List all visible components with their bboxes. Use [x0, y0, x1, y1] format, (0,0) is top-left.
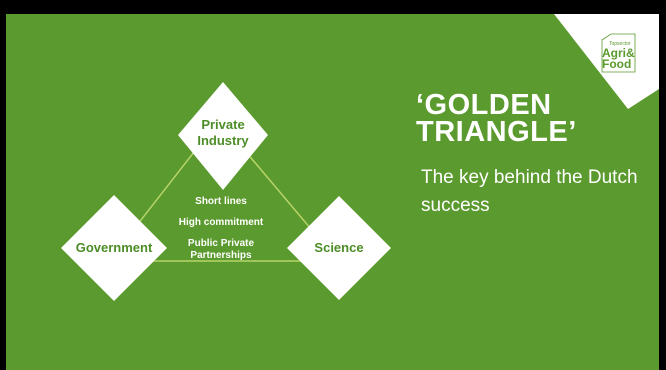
diamond-government [61, 195, 167, 301]
logo-line2: Food [602, 57, 632, 71]
triangle-outline [107, 118, 340, 262]
diamond-private-industry [178, 82, 268, 190]
logo-corner [554, 14, 659, 109]
logo-line1: Agri& [602, 46, 635, 60]
logo-frame [601, 33, 636, 73]
node-science-label: Science [314, 240, 364, 255]
center-item-high-commitment: High commitment [178, 217, 264, 228]
center-item-partnerships: Partnerships [190, 250, 252, 261]
diamond-science [287, 196, 391, 300]
slide-title-line2: TRIANGLE’ [416, 116, 577, 148]
node-private-industry-label: Private Industry [178, 117, 268, 149]
slide: Private Industry Government Science Shor… [6, 14, 659, 370]
node-government-label: Government [75, 240, 153, 255]
slide-title-line1: ‘GOLDEN [416, 89, 552, 121]
logo-name: Agri& Food [602, 46, 635, 71]
node-private-line1: Private [201, 117, 245, 132]
golden-triangle-diagram [61, 82, 391, 301]
center-item-short-lines: Short lines [195, 196, 247, 207]
logo-topsector-text: Topsector [609, 41, 631, 47]
node-private-line2: Industry [197, 133, 249, 148]
slide-subtitle: The key behind the Dutch success [421, 167, 638, 216]
slide-title: ‘GOLDEN TRIANGLE’ [416, 89, 577, 148]
center-item-public-private: Public Private [187, 238, 255, 249]
logo-corner-shape [554, 14, 659, 109]
